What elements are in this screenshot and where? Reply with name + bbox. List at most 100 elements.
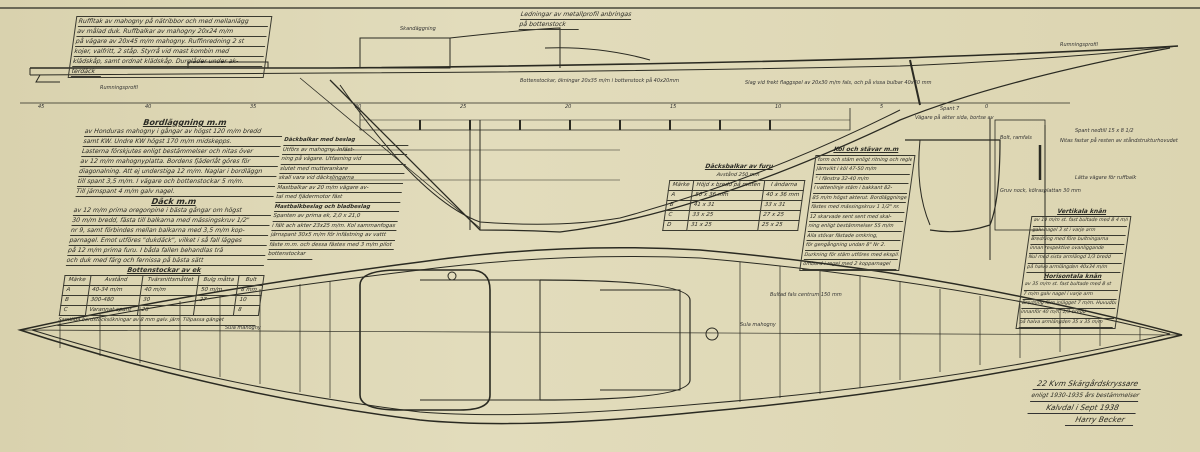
note-line: Nul med sista armlängd 1/3 bredd — [1027, 254, 1123, 264]
cell: 41 x 31 — [689, 200, 762, 211]
note-title: Mastbalkbeslag och bladbeslag — [273, 202, 401, 212]
note-line: Durkning för stäm utföres med ekspill — [803, 250, 900, 260]
note-line: fäste m.m. och dessa fästes med 3 m/m pi… — [268, 240, 395, 250]
table-header: Avstånd — [89, 275, 143, 286]
planking-title: Bordläggning m.m — [142, 118, 228, 127]
note-line: och duk med färg och fernissa på bästa s… — [65, 256, 266, 266]
label-section-note1: Spant nedtill 15 x 8 1/2 — [1075, 128, 1134, 134]
note-line: järnspant 30x5 m/m för infästning av vat… — [269, 231, 397, 241]
note-line: till spant 3,5 m/m. I vägare och bottens… — [76, 177, 277, 187]
note-line: på 12 m/m prima furu. I båda fallen beha… — [67, 246, 267, 256]
note-line: 7 m/m galv nagel i varje arm — [1022, 290, 1118, 300]
midship-section — [905, 118, 1046, 280]
note-line: kojer, valfritt, 2 ståp. Styrrå vid mast… — [73, 47, 265, 57]
note-line: för gengångning undan 8" Nr 2. — [805, 241, 901, 251]
note-line: av målad duk. Ruffbalkar av mahogny 20x2… — [76, 27, 268, 37]
floors-title: Bottenstockar av ek — [126, 266, 202, 274]
cabin-roof-note: Ruffltak av mahogny på nätribbor och med… — [67, 16, 273, 78]
note-line: ombord i regel med 2 kopparnagel — [802, 260, 898, 270]
label-bolts: Slag vid frekt flaggspel av 20x30 m/m fa… — [745, 80, 932, 86]
note-line: av 12 m/m prima oregonpine i bästa gånga… — [72, 206, 273, 216]
note-line: på bottenstock — [518, 20, 580, 30]
station-number: 20 — [565, 104, 572, 110]
label-keel: Bultad fals centrum 150 mm — [770, 292, 842, 298]
table-header: Höjd x bredd på mitten — [692, 180, 765, 191]
note-line: bottenstockar — [267, 250, 314, 260]
note-line: av Honduras mahogny i gångar av högst 12… — [83, 127, 284, 137]
cell: 10 — [235, 295, 262, 306]
deck-beams-spec: Däcksbalkar av furu Avstånd 250 mm Märke… — [662, 162, 808, 231]
note-line: fästes med mässingskruv 1 1/2" nr. — [810, 203, 906, 213]
note-line: parnagel. Emot utföres "dukdäck", vilket… — [68, 236, 269, 246]
cell: 40-34 m/m — [87, 285, 142, 296]
cell: 26 — [137, 305, 196, 316]
cell: 33 x 25 — [688, 210, 761, 221]
note-line: slutet med mutterankare — [279, 164, 406, 174]
planking-spec: Bordläggning m.m av Honduras mahogny i g… — [57, 118, 284, 326]
table-header: Bulg måtta — [197, 275, 240, 286]
cell: 8 — [233, 305, 260, 316]
label-floors: Bottenstockar, ökningar 20x35 m/m i bott… — [520, 78, 680, 84]
cell: 33 x 31 — [760, 200, 802, 211]
label-section-note2: Nitas fastar på resten av ståndstrukturh… — [1060, 138, 1178, 144]
keel-stem-note: Köl och stävar m.m form och stäm enligt … — [799, 146, 916, 271]
note-line: av 12 m/m mahognyplatta. Bordens fjäderl… — [79, 157, 280, 167]
note-line: samt KW. Undre KW högst 170 m/m midskepp… — [82, 137, 282, 147]
drawing-title: 22 Kvm Skärgårdskryssare — [1032, 378, 1143, 390]
keel-title: Köl och stävar m.m — [833, 146, 900, 153]
table-header: Tvärsnittsmåttet — [141, 275, 200, 286]
deck-beams-title: Däcksbalkar av furu — [704, 163, 774, 170]
label-section-clamp: Bolt, ramfals — [1000, 135, 1032, 141]
cell: 31 x 25 — [686, 220, 759, 231]
note-line: diagonalning. Att ej understiga 12 m/m. … — [78, 167, 278, 177]
cell: 300-480 — [86, 295, 141, 306]
station-number: 5 — [880, 104, 884, 110]
note-line: 30 m/m bredd, fästa till balkarna med mä… — [71, 216, 271, 226]
cell: D — [662, 220, 689, 231]
note-line: Ruffltak av mahogny på nätribbor och med… — [77, 17, 270, 27]
knees-title: Vertikala knän — [1057, 208, 1107, 215]
note-line: galv nagel 3 st i varje arm — [1031, 226, 1127, 236]
table-header: Märke — [668, 180, 694, 191]
cell: 25 x 25 — [757, 220, 800, 231]
label-section-note3: Lätta vägare för ruffbalk — [1075, 175, 1137, 181]
cell: B — [60, 295, 88, 306]
cell: A — [666, 190, 693, 201]
table-header: Märke — [63, 275, 91, 286]
cell: 30 — [138, 295, 197, 306]
cell: 27 x 25 — [758, 210, 801, 221]
label-section-top: Spant 7 — [940, 106, 960, 112]
station-number: 40 — [145, 104, 152, 110]
label-section-note4: Gruv nock, kölrasplattan 30 mm — [1000, 188, 1081, 194]
note-line: Järnvikt i köl 47-50 m/m — [815, 165, 912, 175]
label-deck-left: Sula mahogny — [225, 325, 261, 331]
note-line: Bredning med före bultningarna — [1030, 235, 1126, 246]
label-section-sub: Vägare på akter sida, bortse av — [915, 115, 994, 121]
note-line: Bredning före inlägget 7 m/m. Huvudbalke… — [1021, 299, 1117, 310]
station-number: 10 — [775, 104, 782, 110]
station-number: 30 — [355, 104, 362, 110]
cell: 27 — [195, 295, 237, 306]
note-line: I vattenlinje stäm i bakkant 82- — [813, 184, 909, 194]
station-number: 15 — [670, 104, 677, 110]
cell: 40 m/m — [140, 285, 198, 296]
cell: 40 x 36 mm — [761, 190, 804, 201]
cell: 50 x 36 mm — [690, 190, 764, 201]
note-line: Mastbalkar av 20 m/m vägare av- — [276, 183, 404, 193]
note-line: form och stäm enligt ritning och regler — [817, 155, 913, 165]
table-header: I ändarna — [763, 180, 805, 191]
note-line: terdäck — [70, 67, 103, 77]
note-line: ning enligt bestämmelser 55 m/m — [807, 222, 904, 232]
note-line: Spanten av prima ek, 2,0 x 21,0 — [272, 212, 399, 222]
station-number: 35 — [250, 104, 257, 110]
cell — [193, 305, 236, 316]
station-number: 0 — [985, 104, 989, 110]
note-line: av 35 m/m st. fast bultade med 8 st — [1023, 281, 1120, 291]
note-line: " i fänstra 32-40 m/m — [814, 174, 910, 184]
